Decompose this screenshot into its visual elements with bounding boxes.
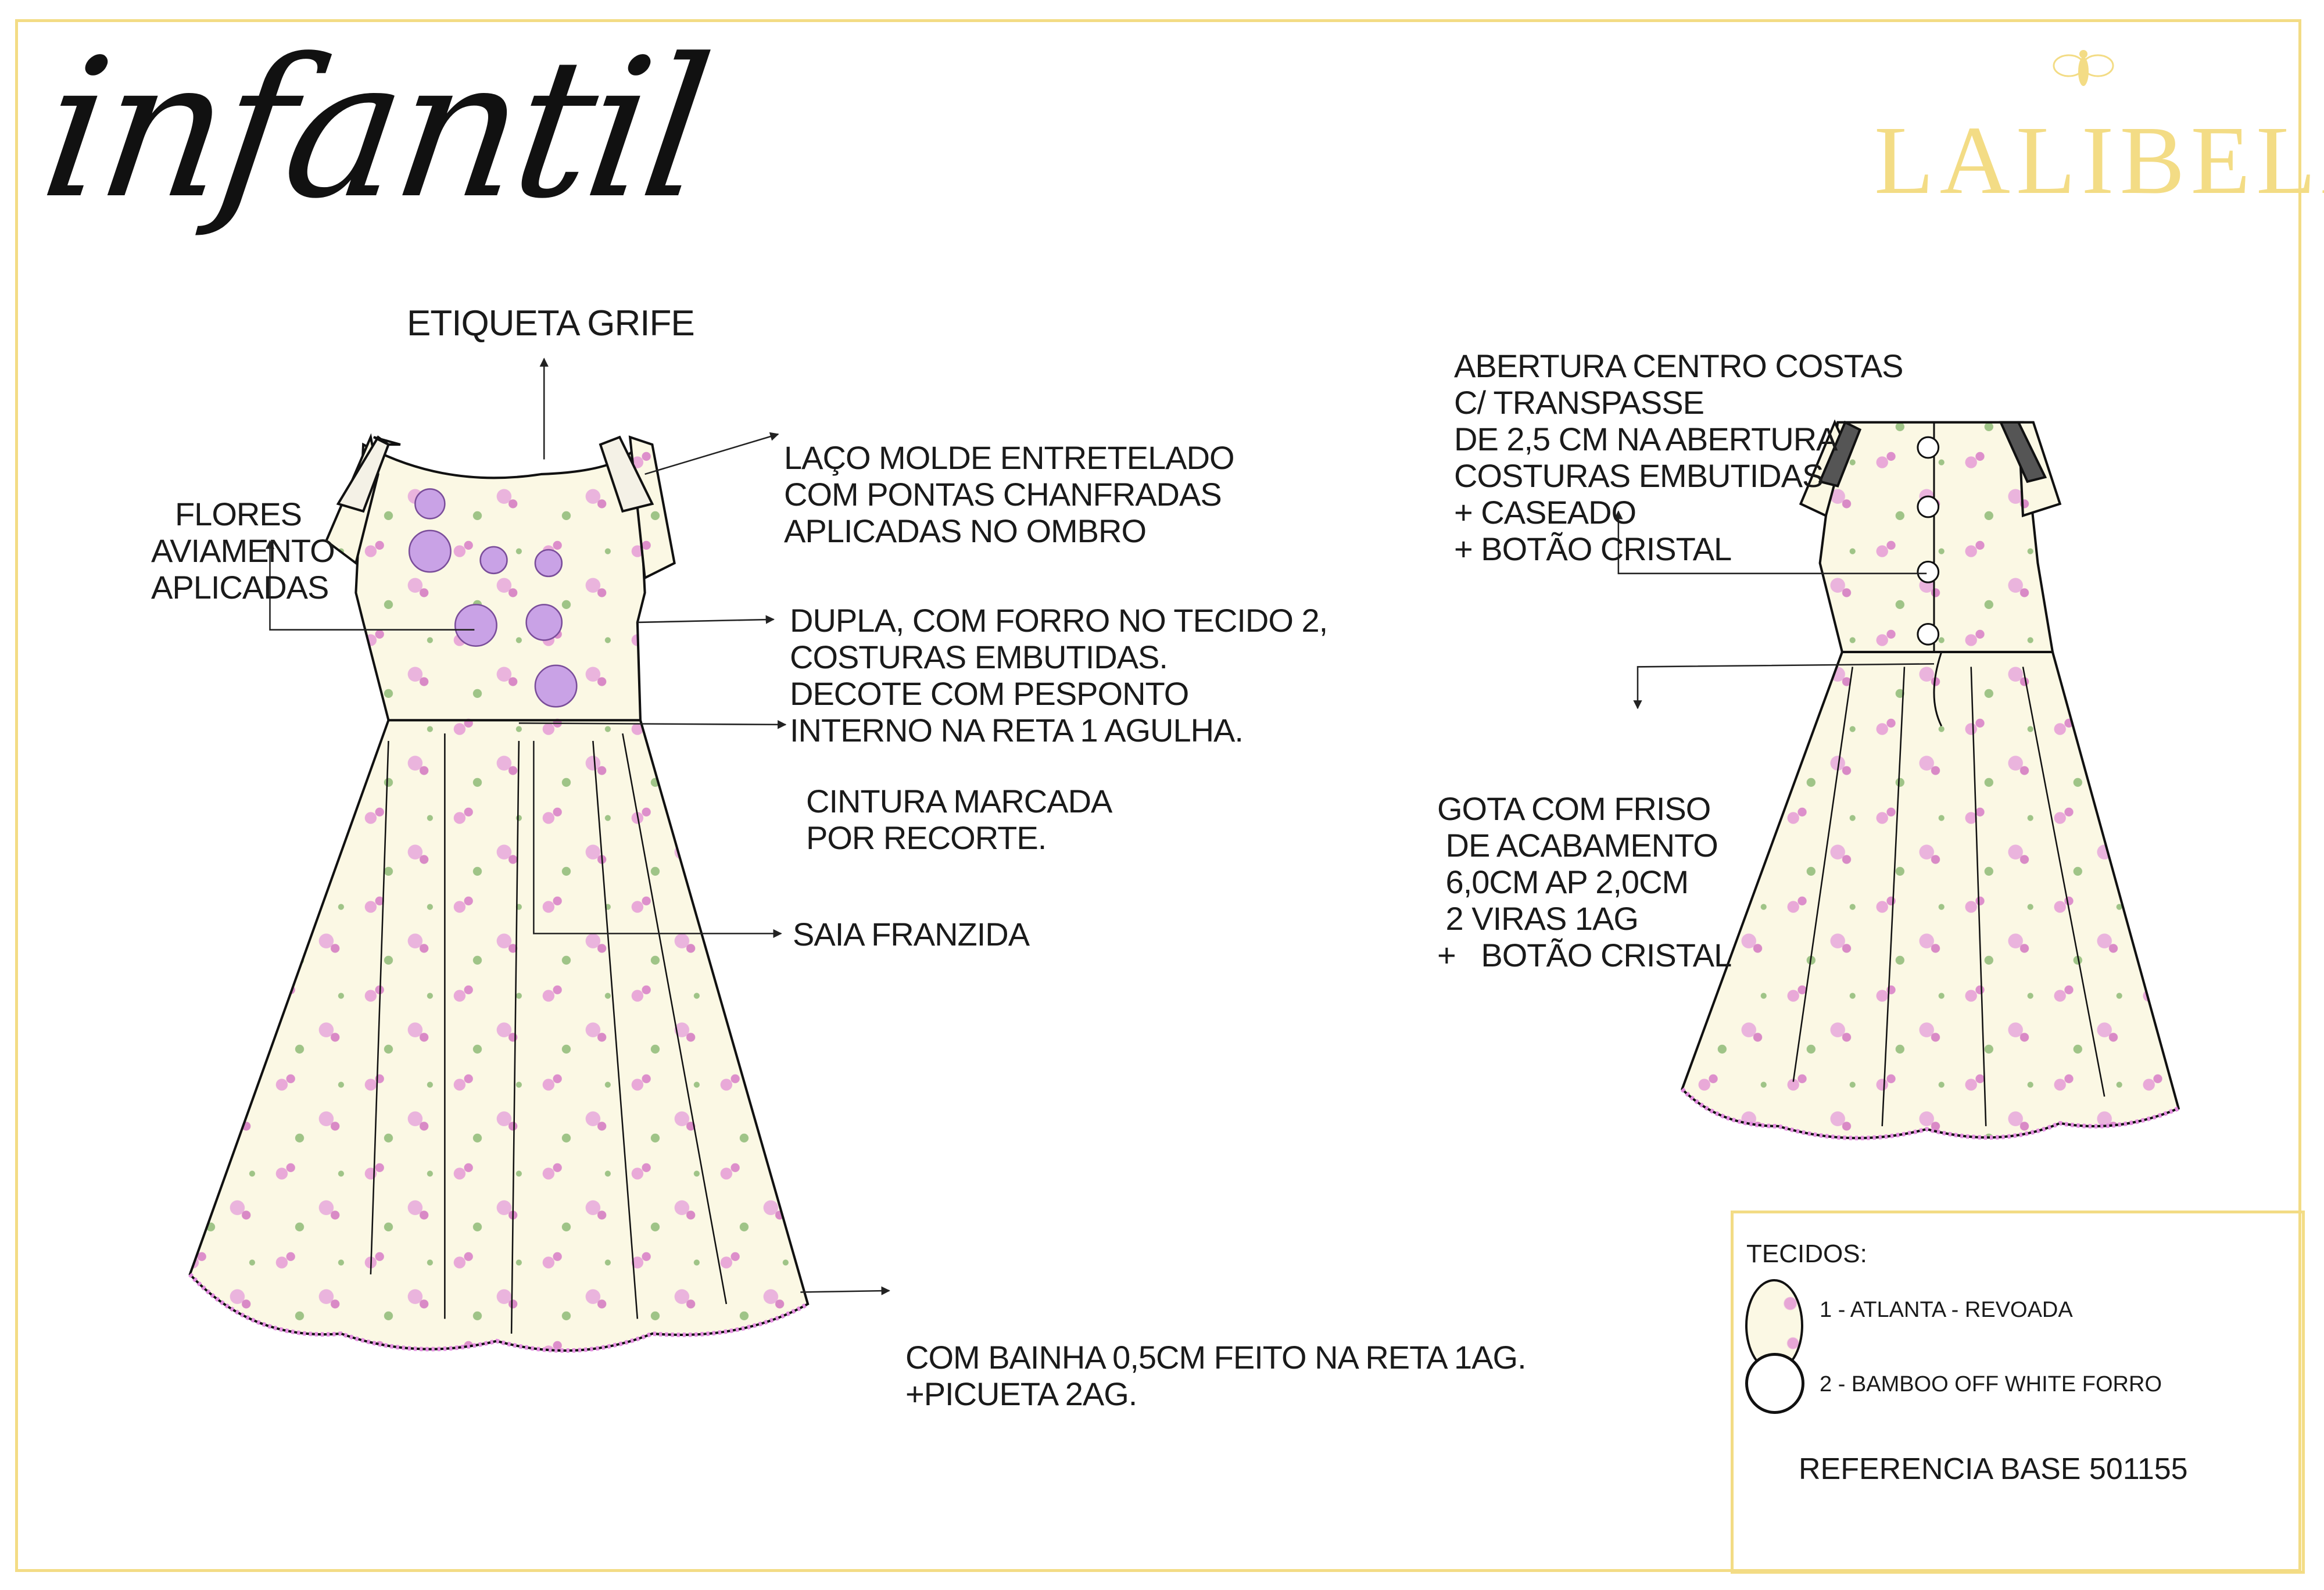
front-sleeve-right	[628, 435, 676, 580]
button-icons	[1917, 436, 1940, 646]
applied-flower-icons	[408, 488, 578, 708]
skirt-note: SAIA FRANZIDA	[793, 916, 1030, 952]
fabric-item-1: 1 - ATLANTA - REVOADA	[1820, 1298, 2073, 1322]
front-bodice	[354, 440, 646, 722]
front-hem-picot	[188, 1273, 809, 1353]
back-bow-left-icon	[1818, 420, 1862, 488]
brand-logo: LALIBELA	[1874, 106, 2324, 214]
fabric-item-2: 2 - BAMBOO OFF WHITE FORRO	[1820, 1372, 2162, 1396]
bow-right-icon	[599, 435, 654, 513]
drop-note: GOTA COM FRISO DE ACABAMENTO 6,0CM AP 2,…	[1437, 790, 1732, 973]
reference-code: REFERENCIA BASE 501155	[1799, 1452, 2188, 1486]
collection-title: infantil	[31, 17, 719, 241]
callout-arrows	[265, 357, 1934, 1295]
back-skirt	[1681, 650, 2180, 1140]
back-hem-picot	[1680, 1087, 2180, 1141]
bow-left-icon	[336, 435, 401, 513]
page-border	[15, 19, 2301, 1572]
front-skirt	[188, 719, 810, 1352]
back-dress	[1680, 419, 2180, 1141]
fabric-swatch-plain	[1745, 1353, 1804, 1414]
label-note: ETIQUETA GRIFE	[407, 303, 695, 343]
fabrics-panel: TECIDOS: 1 - ATLANTA - REVOADA 2 - BAMBO…	[1731, 1211, 2305, 1574]
fabrics-title: TECIDOS:	[1746, 1240, 1867, 1268]
hem-note: COM BAINHA 0,5CM FEITO NA RETA 1AG.+PICU…	[905, 1339, 1527, 1412]
back-bow-right-icon	[1999, 421, 2047, 484]
bodice-note: DUPLA, COM FORRO NO TECIDO 2,COSTURAS EM…	[790, 602, 1328, 749]
front-dress	[188, 433, 810, 1353]
bee-logo-icon	[2053, 50, 2114, 86]
